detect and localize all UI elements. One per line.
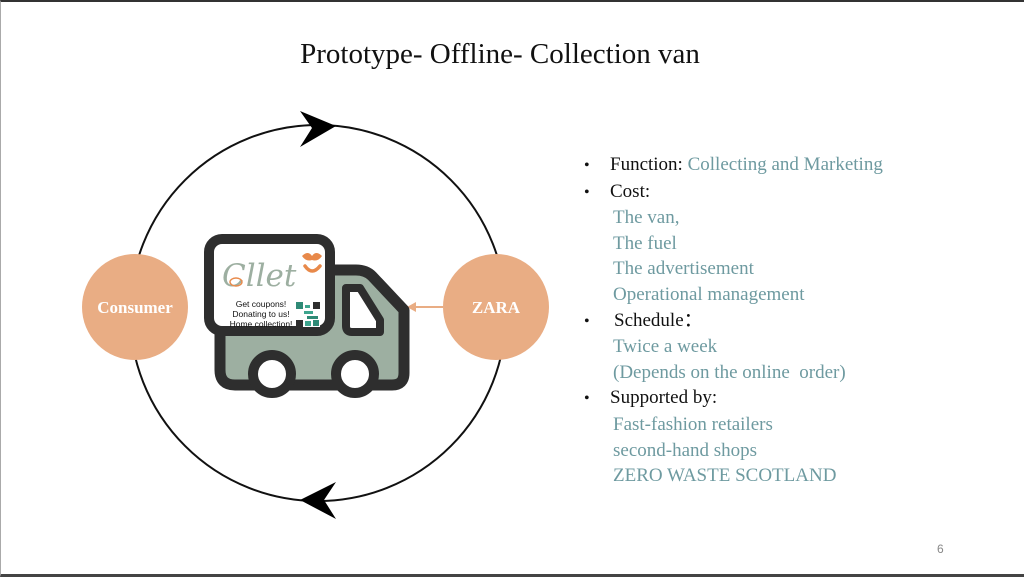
supporter-entry: Fast-fashion retailers xyxy=(613,413,773,435)
cost-entry: Operational management xyxy=(613,283,805,305)
cost-entry: The advertisement xyxy=(613,258,754,280)
consumer-label: Consumer xyxy=(97,298,173,317)
function-label: Function: xyxy=(610,154,683,175)
panel-line-3: Home collection! xyxy=(230,319,293,329)
wheel-rear xyxy=(248,350,296,398)
cllet-logo: Cllet xyxy=(222,253,322,294)
bullet-icon: • xyxy=(584,183,590,201)
consumer-node: Consumer xyxy=(82,254,188,360)
collection-van-icon: Cllet Get coupons! Donating to us! Home … xyxy=(204,234,410,398)
page-number: 6 xyxy=(937,542,944,556)
bullet-icon: • xyxy=(584,312,590,330)
arrow-right-icon xyxy=(300,111,336,147)
supporter-entry: ZERO WASTE SCOTLAND xyxy=(613,465,837,487)
schedule-item: • Schedule： xyxy=(584,308,883,335)
schedule-label: Schedule： xyxy=(614,309,703,331)
logo-text: Cllet xyxy=(222,258,297,294)
details-list: • Function: Collecting and Marketing • C… xyxy=(584,152,883,489)
supported-by-item: • Supported by: xyxy=(584,385,883,412)
cost-entry: The van, xyxy=(613,207,680,229)
bullet-icon: • xyxy=(584,157,590,174)
bullet-icon: • xyxy=(584,390,590,408)
panel-line-1: Get coupons! xyxy=(236,299,287,309)
slide-title: Prototype- Offline- Collection van xyxy=(300,38,700,70)
function-item: • Function: Collecting and Marketing xyxy=(584,152,883,179)
wheel-front xyxy=(331,350,379,398)
zara-label: ZARA xyxy=(472,298,521,317)
cost-label: Cost: xyxy=(610,180,651,202)
supporter-entry: second-hand shops xyxy=(613,439,758,461)
function-value-text: Collecting and Marketing xyxy=(687,154,883,175)
arrow-left-icon xyxy=(300,482,336,519)
zara-to-van-arrow xyxy=(407,302,443,312)
function-value: Collecting and Marketing xyxy=(683,152,883,178)
schedule-entry: Twice a week xyxy=(613,336,718,358)
panel-line-2: Donating to us! xyxy=(232,309,289,319)
supported-by-label: Supported by: xyxy=(610,387,718,409)
qr-code-icon xyxy=(296,302,320,327)
cost-entry: The fuel xyxy=(613,232,677,254)
cost-item: • Cost: xyxy=(584,179,883,206)
zara-node: ZARA xyxy=(443,254,549,360)
schedule-entry: (Depends on the online order) xyxy=(613,361,846,383)
